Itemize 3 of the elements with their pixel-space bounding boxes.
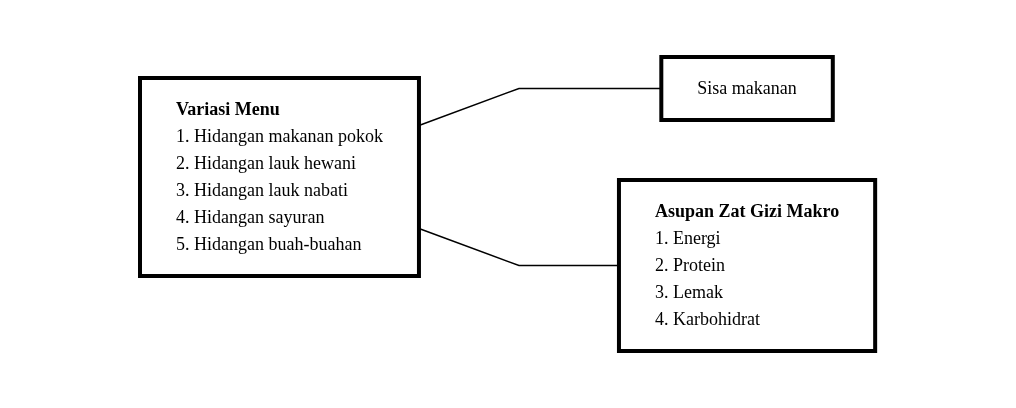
- node-box: Sisa makanan: [659, 55, 836, 122]
- node-box: Asupan Zat Gizi Makro 1. Energi 2. Protein 3. Lemak 4. Karbohidrat: [617, 178, 878, 353]
- node-box: Variasi Menu 1. Hidangan makanan pokok 2. Hidangan lauk hewani 3. Hidangan lauk nabati 4. Hidangan sayuran 5. Hidangan buah-buahan: [138, 76, 422, 278]
